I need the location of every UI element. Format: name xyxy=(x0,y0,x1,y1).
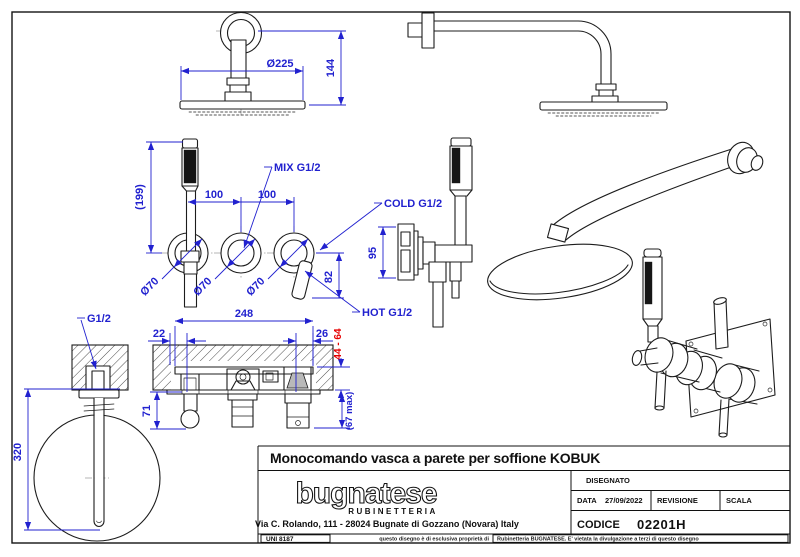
dim-plate-height: 95 xyxy=(367,226,396,279)
wall-section-view: 248 22 26 44 - 64 71 xyxy=(141,308,355,430)
dim-head-diameter: Ø225 xyxy=(180,58,304,100)
hose-length-label: (199) xyxy=(134,184,146,210)
drawing-title: Monocomando vasca a parete per soffione … xyxy=(270,450,600,466)
shower-head-disc-side xyxy=(539,101,668,111)
dim-handle-drop: 82 xyxy=(312,252,344,299)
mounting-plate xyxy=(166,389,321,395)
dim-left-offset: 22 xyxy=(148,328,206,392)
mixer-front-view: (199) 100 100 MIX G1/2 Ø70 Ø70 xyxy=(134,138,442,319)
dim-hose-length: (199) xyxy=(134,141,183,254)
head-diameter-label: Ø225 xyxy=(267,58,294,70)
perspective-view xyxy=(487,141,776,438)
max-recess-label: (67 max) xyxy=(344,392,355,431)
label-cold: COLD G1/2 xyxy=(319,198,442,251)
head-disc-3d xyxy=(487,243,633,301)
mix-connection-label: MIX G1/2 xyxy=(274,162,320,174)
label-hot: HOT G1/2 xyxy=(304,270,412,319)
date-label: DATA xyxy=(577,496,597,505)
arm-side-view xyxy=(407,12,668,117)
dim-spacing: 100 100 xyxy=(188,189,295,232)
title-block: Monocomando vasca a parete per soffione … xyxy=(255,445,790,543)
recess-range-label: 44 - 64 xyxy=(333,328,344,360)
company-address: Via C. Rolando, 111 - 28024 Bugnate di G… xyxy=(255,519,519,529)
handle-drop-label: 82 xyxy=(323,271,335,283)
cold-connection-label: COLD G1/2 xyxy=(384,198,442,210)
dim-spout-reach: 320 xyxy=(12,388,120,531)
standard-ref: UNI 8187 xyxy=(266,536,294,543)
disclaimer-right: Rubinetteria BUGNATESE. E' vietata la di… xyxy=(497,537,699,543)
label-mix: MIX G1/2 xyxy=(243,162,320,249)
drawn-label: DISEGNATO xyxy=(586,476,630,485)
right-offset-label: 26 xyxy=(316,328,328,340)
mixer-side-view: 95 xyxy=(367,137,473,328)
disclaimer-left: questo disegno è di esclusiva proprietà … xyxy=(379,537,489,543)
code-value: 02201H xyxy=(637,517,686,532)
label-connection: G1/2 xyxy=(77,313,111,370)
dim-right-offset: 26 xyxy=(283,328,333,392)
wall-distance-label: 144 xyxy=(325,58,337,77)
spout-reach-label: 320 xyxy=(12,443,24,461)
dim-outlet-drop: 71 xyxy=(141,391,186,430)
hot-connection-label: HOT G1/2 xyxy=(362,307,412,319)
spout-section-view: G1/2 320 xyxy=(12,313,161,542)
left-offset-label: 22 xyxy=(153,328,165,340)
scale-label: SCALA xyxy=(726,496,752,505)
plate-height-label: 95 xyxy=(367,247,379,259)
brand-logo: bugnatese xyxy=(295,477,436,510)
outlet-drop-label: 71 xyxy=(141,405,153,417)
dim-max-recess: (67 max) xyxy=(314,392,355,431)
brand-subtitle: RUBINETTERIA xyxy=(348,507,438,516)
body-width-label: 248 xyxy=(235,308,253,320)
code-label: CODICE xyxy=(577,519,620,531)
dim-body-width: 248 xyxy=(174,308,314,366)
wall-connection-label: G1/2 xyxy=(87,313,111,325)
spacing-right-label: 100 xyxy=(258,189,276,201)
top-front-view: Ø225 144 xyxy=(179,11,346,118)
spacing-left-label: 100 xyxy=(205,189,223,201)
date-value: 27/09/2022 xyxy=(605,496,643,505)
revision-label: REVISIONE xyxy=(657,496,698,505)
shower-head-disc xyxy=(179,100,306,110)
dim-wall-distance: 144 xyxy=(258,30,346,106)
